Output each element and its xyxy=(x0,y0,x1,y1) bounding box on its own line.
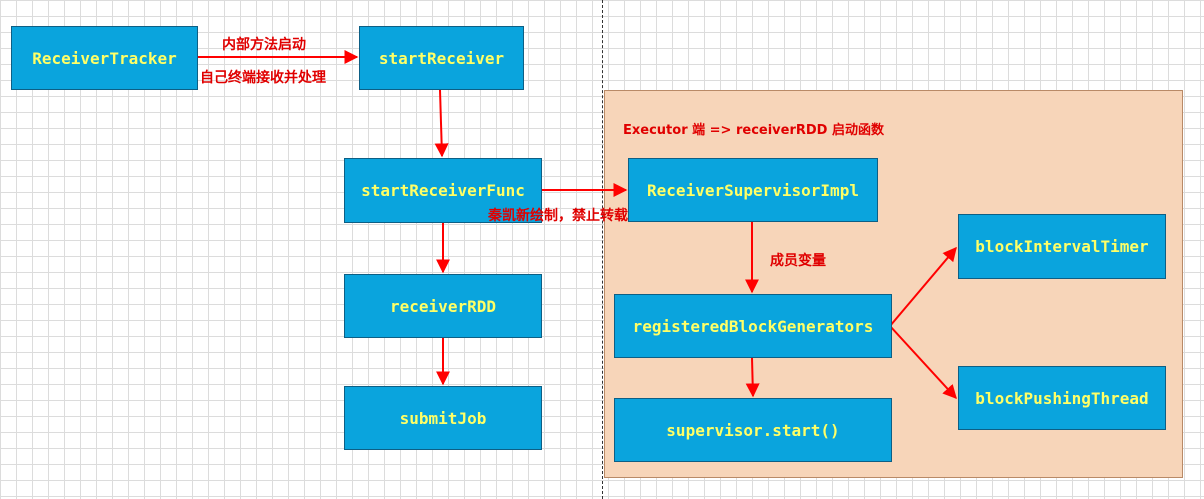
label-internal-start: 内部方法启动 xyxy=(222,37,306,53)
dashed-divider xyxy=(602,0,603,499)
node-receiver-rdd: receiverRDD xyxy=(344,274,542,338)
node-block-pushing-thread: blockPushingThread xyxy=(958,366,1166,430)
node-receiver-supervisor-impl: ReceiverSupervisorImpl xyxy=(628,158,878,222)
node-receiver-tracker: ReceiverTracker xyxy=(11,26,198,90)
label-member-variable: 成员变量 xyxy=(770,253,826,269)
node-block-interval-timer: blockIntervalTimer xyxy=(958,214,1166,279)
label-executor-side: Executor 端 => receiverRDD 启动函数 xyxy=(623,123,884,138)
arrow-generators-to-timer xyxy=(889,246,957,327)
node-start-receiver: startReceiver xyxy=(359,26,524,90)
node-supervisor-start: supervisor.start() xyxy=(614,398,892,462)
node-start-receiver-func: startReceiverFunc xyxy=(344,158,542,223)
node-registered-block-generators: registeredBlockGenerators xyxy=(614,294,892,358)
arrow-start-to-func xyxy=(434,89,449,158)
label-watermark: 秦凯新绘制，禁止转载 xyxy=(488,208,628,224)
node-submit-job: submitJob xyxy=(344,386,542,450)
arrow-generators-to-start xyxy=(745,357,760,398)
arrow-generators-to-thread xyxy=(889,325,957,400)
label-self-receive: 自己终端接收并处理 xyxy=(200,70,326,86)
